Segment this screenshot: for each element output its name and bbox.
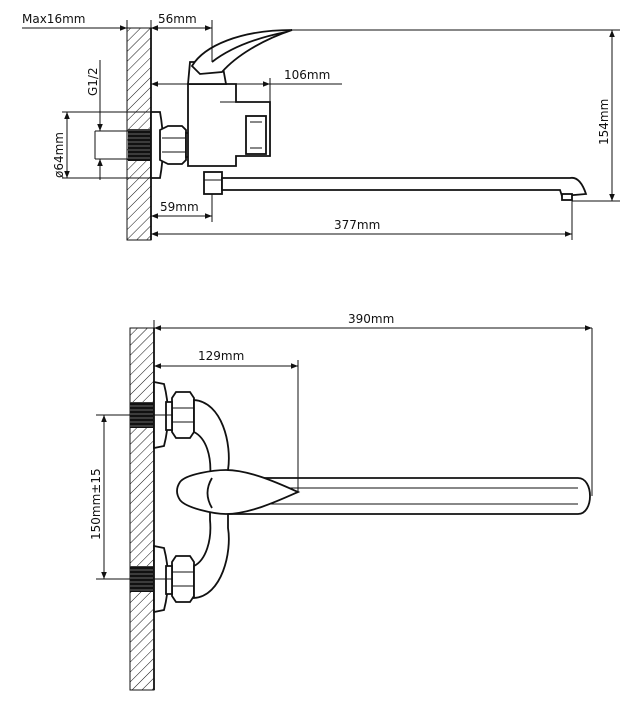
- side-thread-nipple: [128, 129, 150, 161]
- side-view: Max16mm 56mm 154mm 106mm G1/2 ø64mm: [22, 12, 620, 241]
- side-lever-handle: [190, 29, 293, 75]
- side-hex-nut: [159, 125, 187, 165]
- front-upper-nut: [171, 391, 195, 439]
- dim-center-distance: 150mm±15: [89, 468, 103, 540]
- dim-height: 154mm: [597, 99, 611, 145]
- dim-handle-offset: 129mm: [198, 349, 244, 363]
- dim-spout-length: 377mm: [334, 218, 380, 232]
- dim-outlet-offset: 59mm: [160, 200, 199, 214]
- dim-handle-depth: 56mm: [158, 12, 197, 26]
- dim-total-length: 390mm: [348, 312, 394, 326]
- dim-body-depth: 106mm: [284, 68, 330, 82]
- front-view: 390mm 129mm 150mm±15: [89, 312, 593, 691]
- front-spout: [227, 477, 591, 515]
- dim-thread: G1/2: [86, 67, 100, 96]
- front-wall: [129, 327, 155, 691]
- front-lower-nut: [171, 555, 195, 603]
- dim-flange-diameter: ø64mm: [52, 132, 66, 178]
- side-spout: [221, 176, 588, 197]
- front-lever-handle: [176, 469, 301, 515]
- dim-max-wall: Max16mm: [22, 12, 85, 26]
- side-aerator: [561, 193, 573, 201]
